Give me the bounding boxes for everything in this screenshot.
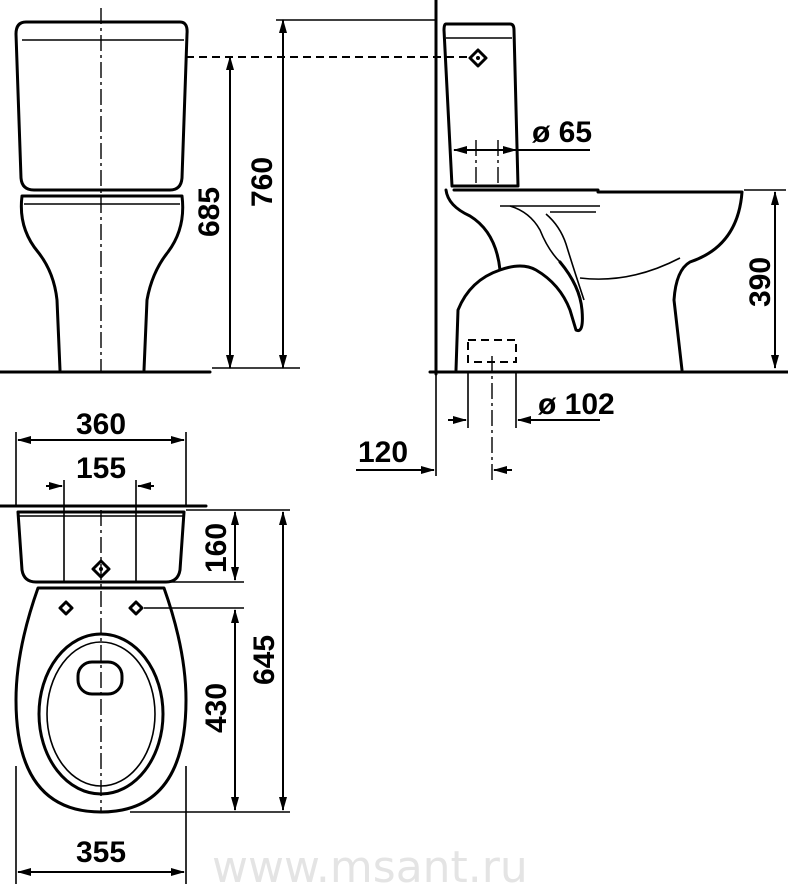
- tank-hole-marker: [468, 48, 488, 68]
- side-cistern: [442, 22, 520, 188]
- dimension-160-label: 160: [200, 523, 233, 573]
- side-bowl: [444, 188, 744, 372]
- dimension-760-label: 760: [246, 157, 279, 207]
- seat-hole-left: [58, 600, 74, 616]
- top-view: 360 155 355: [0, 408, 290, 884]
- front-view: 685 760: [0, 8, 470, 374]
- dimension-d102-label: ø 102: [538, 388, 615, 421]
- bowl-opening: [76, 660, 124, 696]
- watermark-text: www.msant.ru: [212, 842, 528, 888]
- dimension-645-label: 645: [248, 635, 281, 685]
- side-view: ø 65 390 ø 102 120: [356, 0, 788, 480]
- dimension-685-label: 685: [193, 187, 226, 237]
- dimension-430-label: 430: [200, 683, 233, 733]
- dimension-120-label: 120: [358, 436, 408, 469]
- dimension-d65-label: ø 65: [532, 116, 592, 149]
- seat-hole-right: [128, 600, 144, 616]
- front-bowl: [19, 194, 185, 372]
- front-cistern: [14, 20, 189, 192]
- dimension-360-label: 360: [76, 408, 126, 441]
- dimension-155-label: 155: [76, 452, 126, 485]
- dimension-355-label: 355: [76, 836, 126, 869]
- dimension-390-label: 390: [744, 257, 777, 307]
